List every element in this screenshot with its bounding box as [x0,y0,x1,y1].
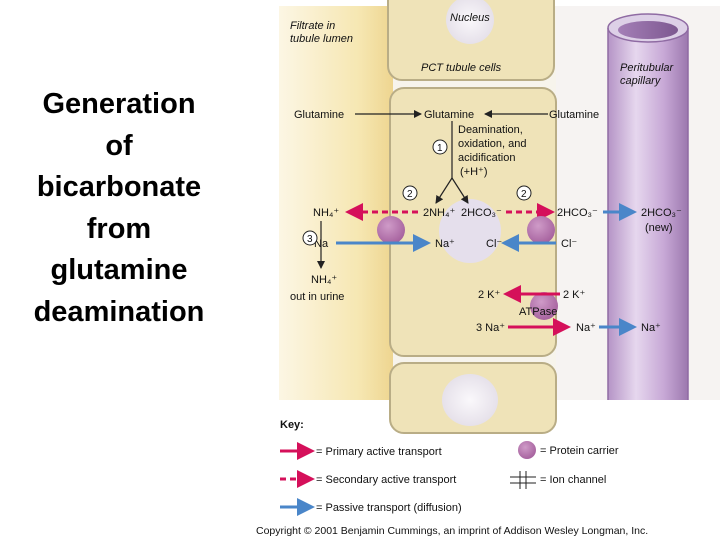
nh4-urine: NH₄⁺ [311,274,337,286]
na-interstitial: Na⁺ [576,322,596,334]
step-3-number: 3 [307,234,313,245]
title-line: from [86,212,152,245]
slide-title: Generation of bicarbonate from glutamine… [8,84,230,333]
na-cell: Na⁺ [435,238,455,250]
deamination-arrow-right [451,177,469,204]
na3-cell: 3 Na⁺ [476,322,505,334]
capillary-label: Peritubular [620,62,675,74]
key-channel-label: = Ion channel [540,474,606,486]
step-1-text: acidification [458,152,515,164]
step-1-marker [432,139,448,155]
filtrate-region [279,6,393,400]
step-2-number: 2 [407,189,413,200]
title-line: of [105,129,133,162]
hco3-interstitial: 2HCO₃⁻ [557,207,598,219]
key-primary-label: = Primary active transport [316,446,442,458]
key-carrier-label: = Protein carrier [540,445,619,457]
step-1-number: 1 [437,143,443,154]
step-1-text: oxidation, and [458,138,527,150]
title-line: bicarbonate [36,171,202,203]
copyright-notice: Copyright © 2001 Benjamin Cummings, an i… [256,525,649,537]
nucleus-top [446,0,494,44]
step-2-number: 2 [521,189,527,200]
out-in-urine: out in urine [290,291,344,303]
step-2-marker-right [516,185,532,201]
step-2-marker-left [402,185,418,201]
key-secondary-label: = Secondary active transport [316,474,456,486]
atpase-label: ATPase [519,306,557,318]
protein-carrier-apical [377,216,405,244]
title-line: deamination [33,295,205,328]
step-1-text: (+H⁺) [460,166,488,178]
nucleus-middle [439,199,501,263]
k-cell: 2 K⁺ [478,289,501,301]
hco3-cell: 2HCO₃⁻ [461,207,502,219]
hco3-new: (new) [645,222,673,234]
filtrate-label: Filtrate in [290,20,335,32]
glutamine-lumen: Glutamine [294,109,344,121]
cl-interstitial: Cl⁻ [561,238,577,250]
hco3-blood: 2HCO₃⁻ [641,207,682,219]
key-heading: Key: [280,419,304,431]
k-interstitial: 2 K⁺ [563,289,586,301]
capillary-label: capillary [620,75,662,87]
nh4-lumen: NH₄⁺ [313,207,339,219]
glutamine-blood: Glutamine [549,109,599,121]
nucleus-bottom [442,374,498,426]
deamination-arrow-left [435,177,453,204]
protein-carrier-basolateral [527,216,555,244]
capillary-lumen [618,21,678,39]
key-carrier-icon [518,441,536,459]
protein-carrier-atpase [530,292,558,320]
key-passive-label: = Passive transport (diffusion) [316,502,462,514]
glutamine-cell: Glutamine [424,109,474,121]
step-1-text: Deamination, [458,124,523,136]
step-3-marker [302,230,318,246]
filtrate-label: tubule lumen [290,33,353,45]
pct-cells-label: PCT tubule cells [421,62,502,74]
na-blood: Na⁺ [641,322,661,334]
title-line: Generation [42,88,196,120]
cl-cell: Cl⁻ [486,238,502,250]
title-line: glutamine [50,254,188,286]
nucleus-label: Nucleus [450,12,490,24]
nh4-cell: 2NH₄⁺ [423,207,455,219]
ion-channel-icon [510,471,536,489]
